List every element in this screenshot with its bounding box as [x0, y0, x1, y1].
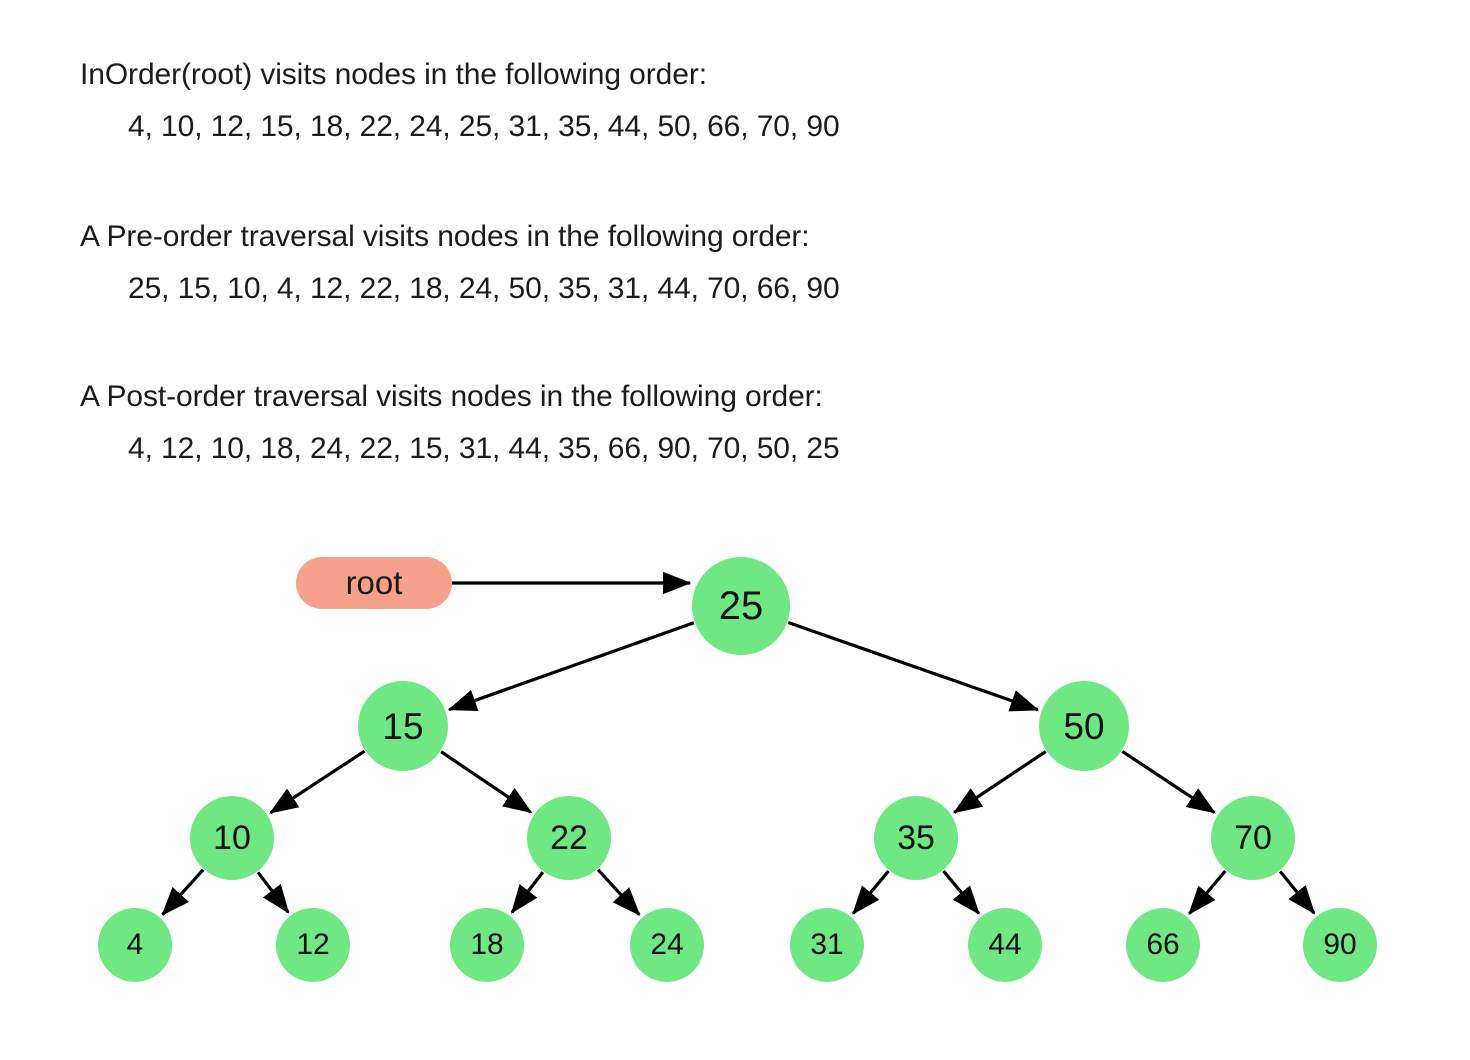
tree-edge-group: [161, 621, 1316, 916]
tree-node-15: 15: [358, 681, 448, 771]
preorder-heading: A Pre-order traversal visits nodes in th…: [80, 220, 810, 253]
tree-edge-70-to-90: [1278, 870, 1316, 915]
tree-node-label: 12: [296, 928, 330, 961]
root-pointer-label: root: [345, 564, 403, 601]
tree-node-label: 15: [382, 705, 424, 747]
postorder-traversal-block: A Post-order traversal visits nodes in t…: [80, 376, 840, 470]
inorder-sequence: 4, 10, 12, 15, 18, 22, 24, 25, 31, 35, 4…: [128, 110, 840, 143]
tree-node-label: 35: [897, 819, 935, 857]
tree-node-44: 44: [968, 908, 1042, 982]
tree-edge-50-to-70: [1121, 750, 1216, 814]
tree-node-70: 70: [1211, 796, 1295, 880]
tree-node-label: 4: [126, 928, 144, 961]
tree-edge-22-to-24: [596, 868, 641, 916]
tree-node-22: 22: [527, 796, 611, 880]
tree-node-label: 10: [213, 819, 251, 857]
tree-node-label: 25: [718, 584, 764, 628]
tree-node-label: 70: [1234, 819, 1272, 857]
tree-edge-15-to-22: [440, 750, 533, 814]
tree-node-12: 12: [276, 908, 350, 982]
tree-edge-25-to-50: [787, 621, 1040, 712]
preorder-traversal-block: A Pre-order traversal visits nodes in th…: [80, 216, 840, 310]
tree-edge-22-to-18: [510, 871, 545, 914]
tree-edge-35-to-44: [942, 870, 981, 915]
tree-node-label: 24: [650, 928, 684, 961]
tree-node-label: 31: [810, 928, 844, 961]
tree-edge-15-to-10: [269, 749, 366, 815]
tree-node-24: 24: [630, 908, 704, 982]
tree-node-4: 4: [98, 908, 172, 982]
tree-node-66: 66: [1126, 908, 1200, 982]
tree-edge-50-to-35: [952, 750, 1047, 814]
tree-edge-70-to-66: [1188, 869, 1227, 915]
tree-edge-35-to-31: [851, 870, 890, 915]
inorder-heading: InOrder(root) visits nodes in the follow…: [80, 58, 707, 91]
tree-node-label: 50: [1063, 705, 1105, 747]
tree-node-90: 90: [1303, 908, 1377, 982]
postorder-heading: A Post-order traversal visits nodes in t…: [80, 380, 823, 413]
root-pointer-pill: root: [296, 557, 452, 609]
preorder-sequence: 25, 15, 10, 4, 12, 22, 18, 24, 50, 35, 3…: [128, 272, 840, 305]
tree-edge-25-to-15: [447, 621, 695, 712]
tree-node-label: 22: [550, 819, 588, 857]
tree-node-50: 50: [1039, 681, 1129, 771]
tree-edge-10-to-4: [161, 868, 205, 916]
tree-node-label: 18: [470, 928, 504, 961]
tree-node-18: 18: [450, 908, 524, 982]
inorder-traversal-block: InOrder(root) visits nodes in the follow…: [80, 54, 840, 148]
postorder-sequence: 4, 12, 10, 18, 24, 22, 15, 31, 44, 35, 6…: [128, 432, 840, 465]
tree-node-10: 10: [190, 796, 274, 880]
tree-node-label: 66: [1146, 928, 1180, 961]
tree-edge-10-to-12: [256, 871, 290, 914]
tree-node-25: 25: [692, 557, 790, 655]
tree-node-label: 44: [988, 928, 1022, 961]
tree-node-31: 31: [790, 908, 864, 982]
tree-node-35: 35: [874, 796, 958, 880]
tree-node-label: 90: [1323, 928, 1357, 961]
